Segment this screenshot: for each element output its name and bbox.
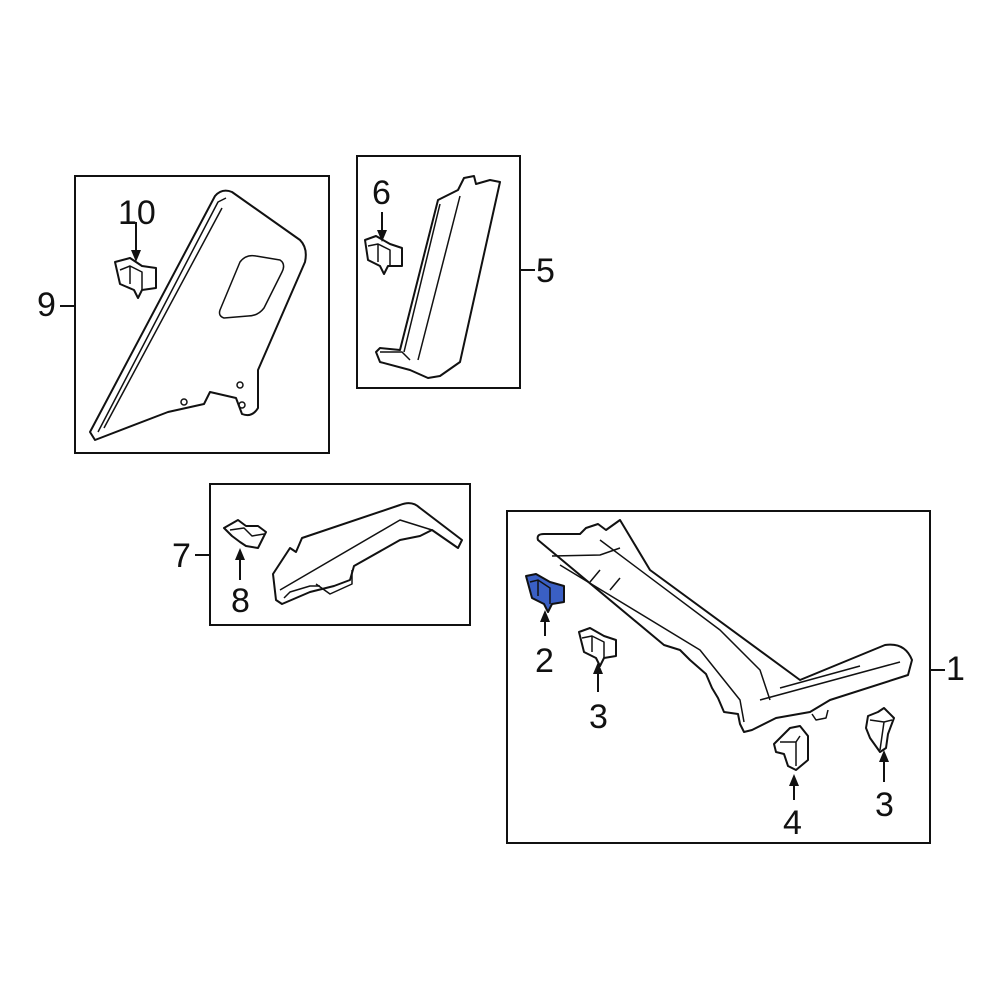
callout-3-left[interactable]: 3 — [589, 698, 608, 736]
clip-10-icon — [114, 222, 157, 299]
clip-3b-icon — [865, 707, 895, 782]
callout-5[interactable]: 5 — [536, 252, 555, 290]
callout-9[interactable]: 9 — [37, 286, 56, 324]
clip-2-icon — [525, 573, 565, 636]
scuff-plate-icon — [272, 502, 463, 605]
callout-10[interactable]: 10 — [118, 194, 156, 232]
callout-3-right[interactable]: 3 — [875, 786, 894, 824]
pillar-trim-assembly-icon — [536, 519, 913, 733]
callout-8[interactable]: 8 — [231, 582, 250, 620]
clip-8-icon — [223, 519, 267, 580]
quarter-trim-panel-icon — [89, 189, 307, 441]
pillar-trim-icon — [375, 175, 501, 379]
clip-4-icon — [773, 725, 809, 800]
callout-4[interactable]: 4 — [783, 804, 802, 842]
callout-2[interactable]: 2 — [535, 642, 554, 680]
clip-3a-icon — [578, 627, 617, 692]
callout-7[interactable]: 7 — [172, 537, 191, 575]
clip-6-icon — [364, 212, 403, 275]
callout-6[interactable]: 6 — [372, 174, 391, 212]
callout-1[interactable]: 1 — [946, 650, 965, 688]
